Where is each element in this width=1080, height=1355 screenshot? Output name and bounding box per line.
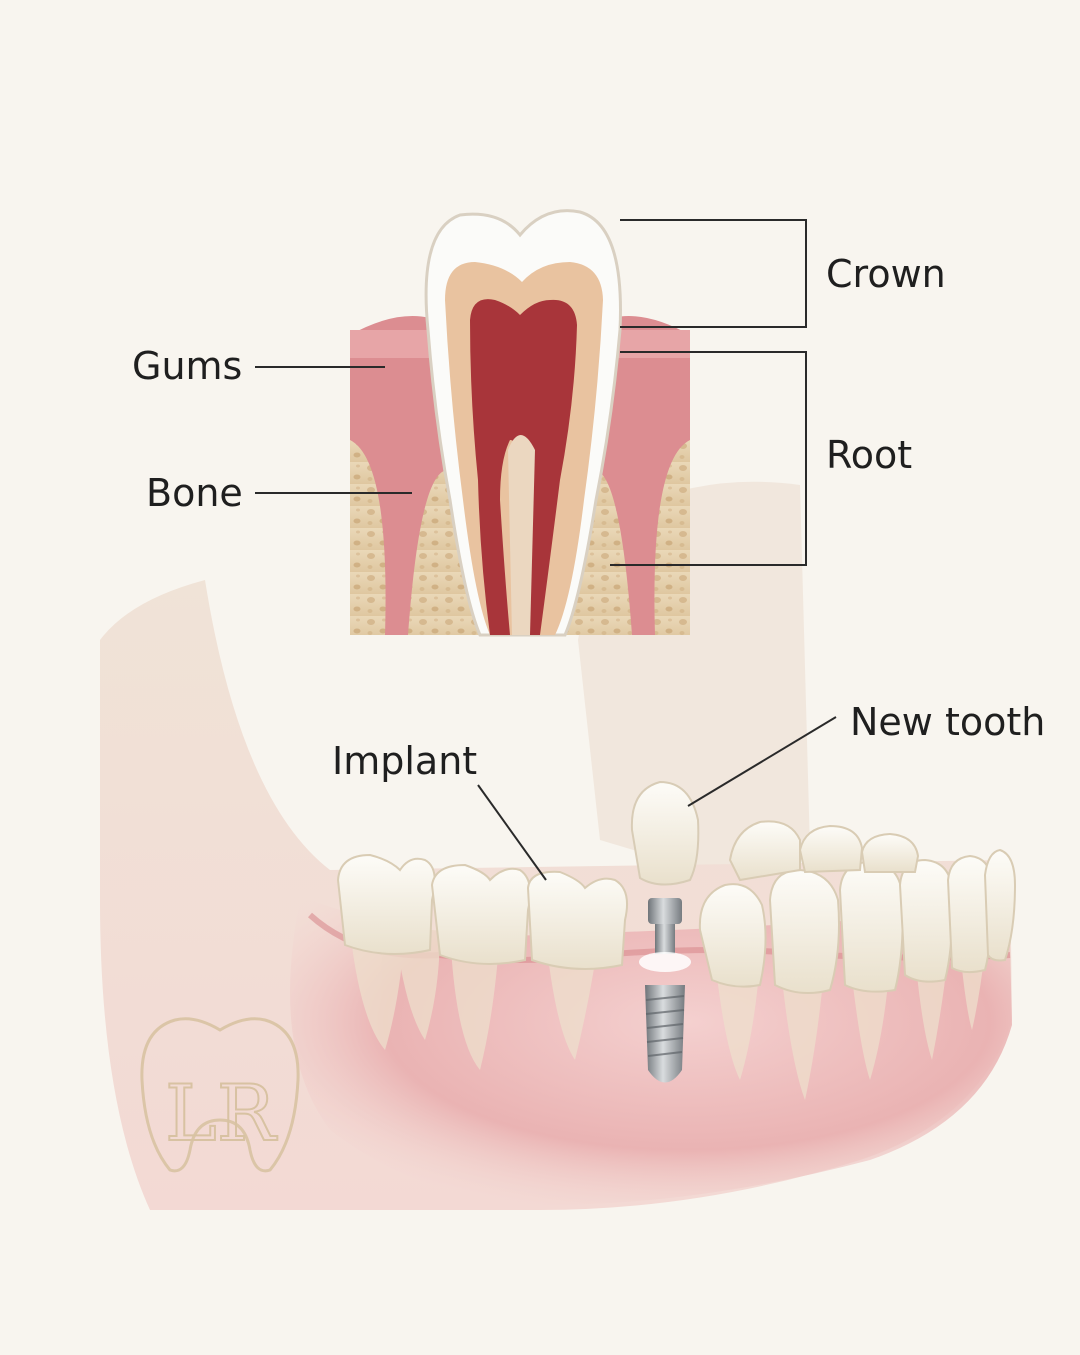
abutment [648, 898, 682, 924]
implant-screw [645, 985, 685, 1083]
leader-lines [255, 219, 837, 881]
new-tooth-leader [687, 716, 837, 807]
abutment-post [655, 924, 675, 954]
label-implant: Implant [332, 739, 478, 783]
implant-leader [477, 784, 547, 881]
tooth-logo-outline [140, 1017, 300, 1173]
gum-section [350, 316, 448, 635]
label-bone: Bone [146, 471, 243, 515]
pulp [470, 299, 577, 635]
crown-cap [630, 780, 700, 886]
implant-assembly [630, 780, 700, 1083]
label-gums: Gums [132, 344, 243, 388]
abutment-glow [639, 952, 691, 972]
root-bracket [610, 351, 807, 566]
label-crown: Crown [826, 252, 946, 296]
crown-bracket [620, 219, 807, 328]
label-root: Root [826, 433, 913, 477]
label-new-tooth: New tooth [850, 700, 1046, 744]
tooth-cross-section [350, 209, 690, 637]
lower-teeth [336, 820, 1017, 995]
